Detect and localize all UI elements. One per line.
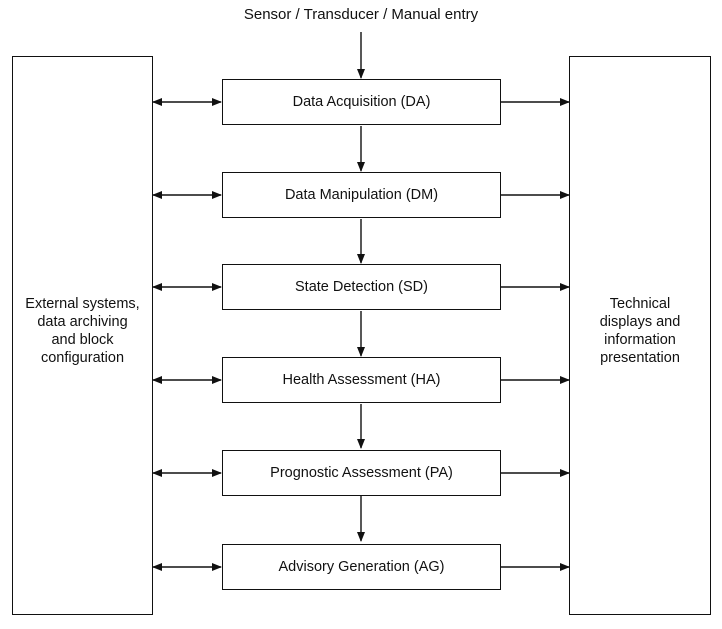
stage-state-detection: State Detection (SD) [222, 264, 501, 310]
technical-displays-label: Technical displays and information prese… [599, 296, 681, 366]
stage-advisory-generation: Advisory Generation (AG) [222, 544, 501, 590]
external-systems-box: External systems, data archiving and blo… [12, 56, 153, 615]
external-systems-label: External systems, data archiving and blo… [25, 296, 140, 366]
stage-data-acquisition: Data Acquisition (DA) [222, 79, 501, 125]
technical-displays-box: Technical displays and information prese… [569, 56, 711, 615]
stage-data-manipulation: Data Manipulation (DM) [222, 172, 501, 218]
stage-prognostic-assessment: Prognostic Assessment (PA) [222, 450, 501, 496]
stage-health-assessment: Health Assessment (HA) [222, 357, 501, 403]
input-label: Sensor / Transducer / Manual entry [243, 6, 479, 23]
